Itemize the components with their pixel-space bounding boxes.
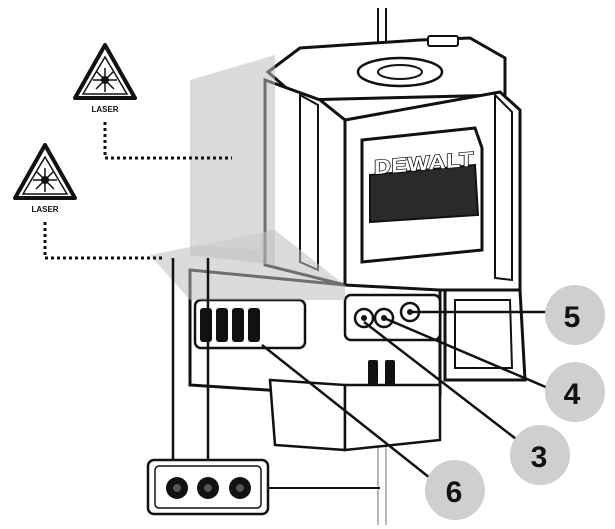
callout-5-number: 5 [564,301,581,334]
warning-leader-lines [43,122,232,260]
callout-4: 4 [545,362,605,422]
laser-warning-top: LASER [73,43,137,114]
callout-6: 6 [425,460,485,520]
laser-planes [150,55,345,300]
callout-4-number: 4 [564,378,581,411]
laser-warning-bottom: LASER [13,143,77,214]
callout-5: 5 [545,285,605,345]
laser-warning-label: LASER [31,205,58,214]
laser-starburst-icon [93,68,117,92]
callout-3: 3 [510,425,570,485]
callout-leader-lines [261,310,565,479]
laser-warning-label: LASER [91,105,118,114]
callout-3-number: 3 [531,441,548,474]
callout-6-number: 6 [446,476,463,509]
laser-starburst-icon [33,168,57,192]
aperture-inset [146,258,380,516]
